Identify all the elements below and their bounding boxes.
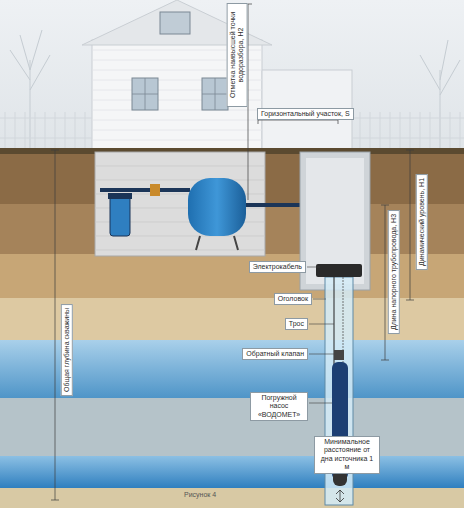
sky [0, 0, 464, 152]
leader-lines [307, 267, 334, 403]
label-text: Минимальное расстояние от дна источника … [318, 438, 376, 472]
fence [0, 112, 464, 150]
callout-label: Оголовок [274, 293, 312, 305]
figure-caption: Рисунок 4 [184, 491, 216, 498]
dimension-label: Длина напорного трубопровода, H3 [388, 210, 400, 334]
callout-label: Обратный клапан [242, 348, 308, 360]
soil-layers [0, 148, 464, 508]
basement [95, 152, 265, 256]
dimension-label: Горизонтальный участок, S [257, 108, 354, 120]
label-text: Общая глубина скважины [63, 308, 71, 392]
label-text: Трос [289, 320, 304, 328]
label-text: Длина напорного трубопровода, H3 [390, 214, 398, 330]
dimension-label: Общая глубина скважины [61, 304, 73, 396]
label-text: Погружной насос «ВОДОМЕТ» [254, 394, 304, 419]
callout-label: Трос [285, 318, 308, 330]
label-text: Электрокабель [253, 263, 302, 271]
label-text: Обратный клапан [246, 350, 304, 358]
callout-label: Минимальное расстояние от дна источника … [314, 436, 380, 474]
label-text: Отметка наивысшей точки водоразбора, H2 [229, 7, 246, 103]
house [82, 0, 352, 150]
label-text: Горизонтальный участок, S [261, 110, 350, 118]
label-text: Динамический уровень, H1 [418, 178, 426, 266]
callout-label: Электрокабель [249, 261, 306, 273]
well-pit [300, 152, 370, 290]
dimension-label: Отметка наивысшей точки водоразбора, H2 [227, 3, 248, 107]
dimension-lines [51, 4, 414, 500]
callout-label: Погружной насос «ВОДОМЕТ» [250, 392, 308, 421]
dimension-label: Динамический уровень, H1 [416, 174, 428, 270]
label-text: Оголовок [278, 295, 308, 303]
